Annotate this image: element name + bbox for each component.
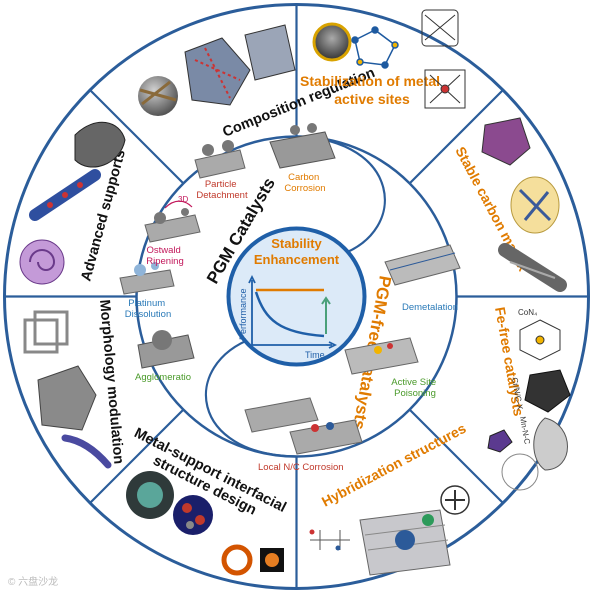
segment-dividers [4, 4, 589, 589]
pgm-free-illustrations [244, 244, 461, 455]
axis-x-label: Time [305, 350, 325, 360]
fe-free-illustrations: CoN₄ Cr/N/C-X Mn-N-C [487, 308, 571, 491]
watermark: © 六盘沙龙 [8, 575, 58, 588]
hybridization-illustrations [309, 485, 470, 576]
label-particle-detachment: Particle Detachment [196, 179, 248, 201]
s-divider [204, 135, 386, 458]
platinum-line2: Dissolution [125, 309, 171, 320]
center-circle [226, 226, 367, 367]
label-ostwald-ripening: Ostwald Ripening [146, 245, 184, 267]
label-platinum-dissolution: Platinum Dissolution [125, 298, 171, 320]
curve-degrade [254, 291, 325, 338]
label-demetalation: Demetalation [402, 302, 458, 313]
ostwald-line2: Ripening [146, 256, 184, 267]
stable-carbon-illustrations [481, 117, 567, 292]
poisoning-line2: Poisoning [394, 388, 436, 399]
center-plot [248, 274, 338, 349]
pgm-illustrations [119, 123, 336, 369]
particle-line1: Particle [205, 179, 237, 190]
label-active-site-poisoning: Active Site Poisoning [391, 377, 439, 399]
stabilization-line2: active sites [334, 91, 410, 107]
label-carbon-corrosion: Carbon Corrosion [284, 172, 325, 194]
carbon-line2: Corrosion [284, 183, 325, 194]
label-stabilization: Stabilization of metal active sites [300, 73, 444, 107]
stabilization-line1: Stabilization of metal [300, 73, 440, 89]
morphology-illustrations [23, 310, 112, 469]
stabilization-illustrations [312, 9, 466, 109]
label-local-nc-corrosion: Local N/C Corrosion [258, 462, 344, 473]
platinum-line1: Platinum [128, 298, 165, 309]
ostwald-line1: Ostwald [147, 245, 181, 256]
metal-support-illustrations [126, 471, 284, 576]
label-agglomeration: Agglomeratio [135, 372, 191, 383]
label-3d: 3D [178, 195, 188, 204]
poisoning-line1: Active Site [391, 377, 436, 388]
label-con4: CoN₄ [518, 308, 537, 317]
particle-line2: Detachment [196, 190, 248, 201]
carbon-line1: Carbon [288, 172, 319, 183]
axis-y-label: Performance [238, 288, 248, 340]
composition-illustrations [138, 24, 296, 116]
center-title-line2: Enhancement [254, 252, 340, 267]
center-title-line1: Stability [271, 236, 322, 251]
advanced-supports-illustrations [19, 121, 126, 285]
